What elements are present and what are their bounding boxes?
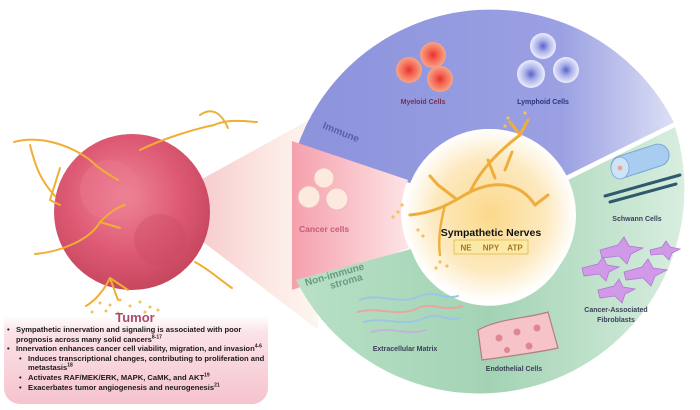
immune-sector — [296, 9, 674, 184]
schwann-cells-icon — [603, 143, 682, 204]
endothelial-cells-icon — [477, 311, 559, 361]
tumor-bullet: Induces transcriptional changes, contrib… — [6, 354, 276, 373]
caf-label-line2: Fibroblasts — [597, 317, 635, 324]
neurotransmitter-npy: NPY — [483, 244, 500, 253]
tumor-bullet-text: Exacerbates tumor angiogenesis and neuro… — [28, 382, 215, 392]
schwann-cells-label: Schwann Cells — [612, 216, 662, 223]
tumor-bullet: Innervation enhances cancer cell viabili… — [6, 344, 276, 354]
lymphoid-cells-label: Lymphoid Cells — [517, 99, 569, 106]
nerve-fiber-icon — [408, 118, 550, 257]
extracellular-matrix-icon — [357, 293, 463, 333]
tumor-icon — [54, 134, 210, 290]
neurotransmitter-ne: NE — [460, 244, 472, 253]
tumor-neurotransmitter-dots — [90, 298, 160, 315]
fibroblasts-icon — [581, 236, 682, 304]
tumor-bullet-text: Induces transcriptional changes, contrib… — [28, 353, 265, 373]
neurotransmitter-atp: ATP — [507, 244, 523, 253]
cancer-cells-label: Cancer cells — [299, 224, 349, 234]
extracellular-matrix-label: Extracellular Matrix — [373, 346, 438, 353]
tumor-bullet-text: Innervation enhances cancer cell viabili… — [16, 344, 255, 354]
tumor-bullet: Sympathetic innervation and signaling is… — [6, 325, 276, 344]
tumor-bullet-text: Activates RAF/MEK/ERK, MAPK, CaMK, and A… — [28, 372, 205, 382]
lymphoid-cells-icon — [517, 33, 579, 88]
tumor-bullet: Activates RAF/MEK/ERK, MAPK, CaMK, and A… — [6, 373, 276, 383]
tumor-title: Tumor — [115, 310, 155, 325]
zoom-beam — [155, 115, 318, 330]
citation-ref: 21 — [214, 382, 220, 389]
sympathetic-nerves-core — [404, 129, 576, 301]
non-immune-stroma-sector — [296, 127, 685, 394]
tumor-nerves-icon — [13, 110, 258, 307]
tumor-bullet-text: Sympathetic innervation and signaling is… — [16, 325, 242, 344]
cancer-cells-icon — [297, 167, 349, 211]
citation-ref: 4-6 — [254, 343, 262, 350]
myeloid-cells-label: Myeloid Cells — [401, 99, 446, 106]
neurotransmitter-box — [453, 239, 529, 255]
citation-ref: 18 — [67, 362, 73, 369]
center-title: Sympathetic Nerves — [441, 227, 542, 239]
tumor-bullet: Exacerbates tumor angiogenesis and neuro… — [6, 383, 276, 393]
tumor-bullet-list: Sympathetic innervation and signaling is… — [6, 325, 276, 392]
neurotransmitter-dots — [391, 111, 527, 270]
myeloid-cells-icon — [396, 42, 453, 92]
caf-label-line1: Cancer-Associated — [584, 307, 647, 314]
endothelial-cells-label: Endothelial Cells — [486, 366, 543, 373]
citation-ref: 19 — [204, 372, 210, 379]
citation-ref: 8-17 — [151, 334, 162, 341]
